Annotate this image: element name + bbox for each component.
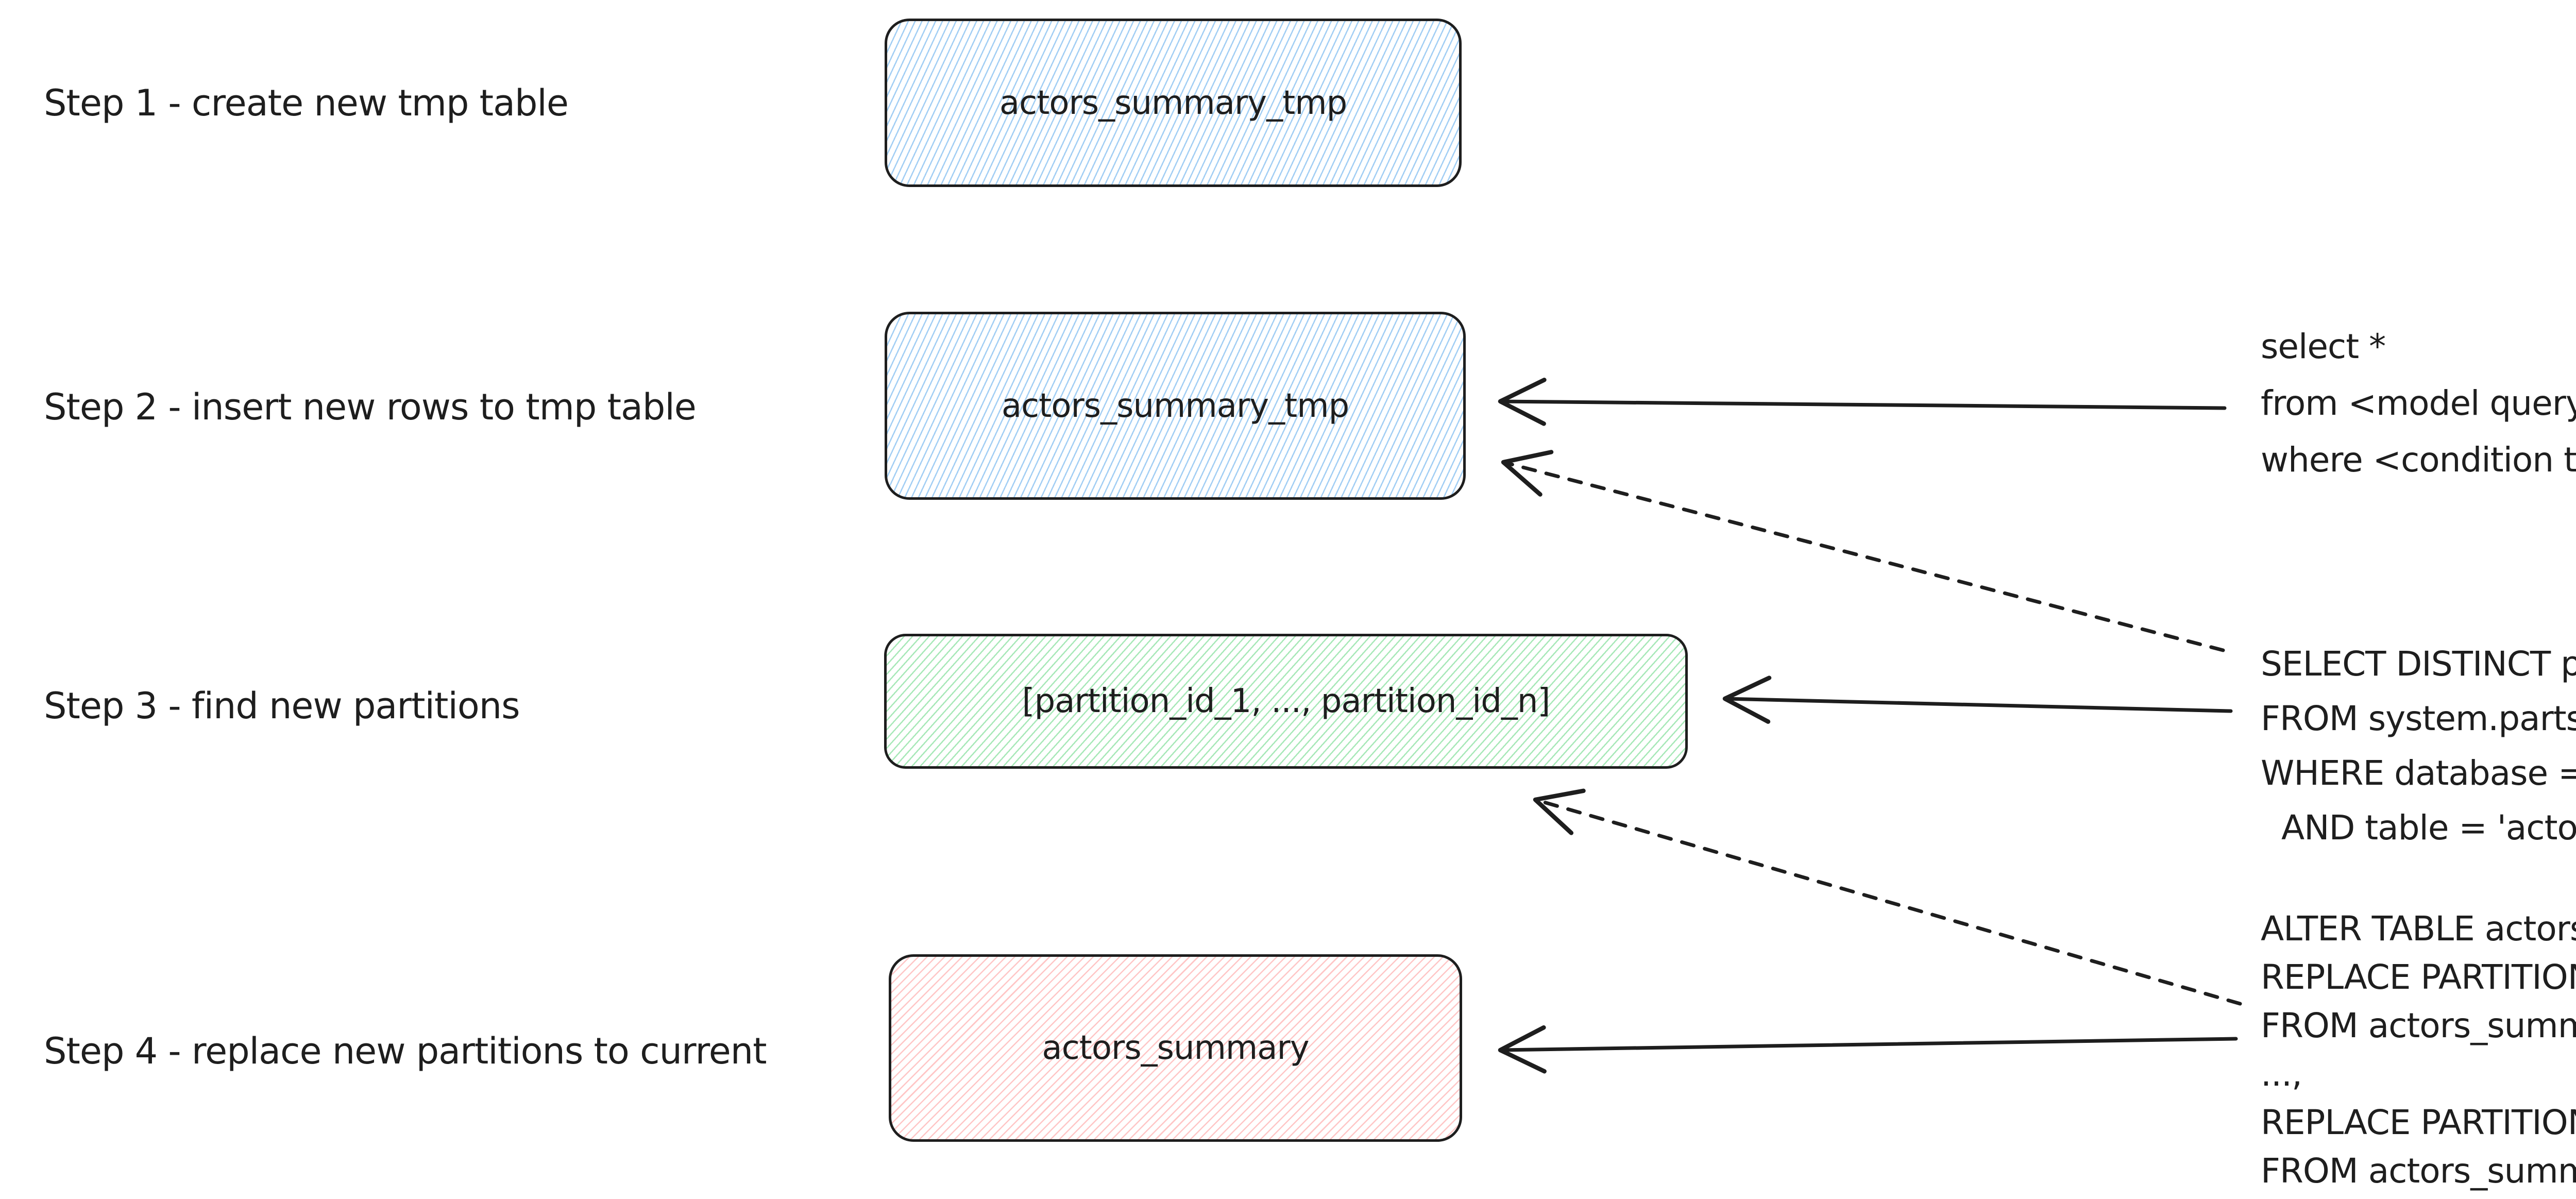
step4-node-label: actors_summary (1042, 1029, 1309, 1067)
sql-line: FROM system.parts (2261, 699, 2576, 738)
edge-sql2-to-step2-node (1501, 450, 2225, 652)
step3-node: [partition_id_1, ..., partition_id_n] (884, 634, 1688, 769)
step1-label: Step 1 - create new tmp table (44, 82, 569, 124)
step3-label: Step 3 - find new partitions (44, 685, 520, 727)
edge-sql2-to-step3-node (1722, 676, 2233, 724)
sql-line: ALTER TABLE actors_summary (2261, 909, 2576, 949)
sql-line: SELECT DISTINCT partition_id (2261, 644, 2576, 684)
step2-node-label: actors_summary_tmp (1001, 386, 1349, 425)
step2-node: actors_summary_tmp (885, 312, 1466, 500)
edge-sql1-to-step2-node (1498, 378, 2227, 426)
sql-line: select * (2261, 327, 2386, 366)
step2-label: Step 2 - insert new rows to tmp table (44, 386, 697, 428)
edge-sql3-to-step3-node (1533, 788, 2242, 1006)
sql-line: FROM actors_summary_tmp, (2261, 1151, 2576, 1191)
sql-line: FROM actors_summary_tmp, (2261, 1006, 2576, 1045)
sql-block-select-new-rows: select * from <model query> where <condi… (2261, 318, 2576, 488)
edge-sql3-to-step4-node (1498, 1025, 2238, 1074)
sql-line: AND table = 'actors_summary_tmp' (2281, 808, 2576, 848)
step4-node: actors_summary (889, 954, 1462, 1142)
sql-line: WHERE database = <database> (2261, 753, 2576, 793)
sql-line: from <model query> (2261, 383, 2576, 423)
sql-block-replace-partitions: ALTER TABLE actors_summary REPLACE PARTI… (2261, 905, 2576, 1195)
step4-label: Step 4 - replace new partitions to curre… (44, 1030, 767, 1072)
sql-line: REPLACE PARTITION partition_id_n (2261, 1103, 2576, 1142)
step1-node: actors_summary_tmp (885, 19, 1462, 187)
sql-line: REPLACE PARTITION partition_id_1 (2261, 957, 2576, 997)
step1-node-label: actors_summary_tmp (999, 83, 1347, 122)
sql-block-find-partitions: SELECT DISTINCT partition_id FROM system… (2261, 637, 2576, 855)
sql-line: ..., (2261, 1054, 2302, 1094)
sql-line: where <condition to identify new> (2261, 440, 2576, 480)
step3-node-label: [partition_id_1, ..., partition_id_n] (1022, 682, 1551, 720)
